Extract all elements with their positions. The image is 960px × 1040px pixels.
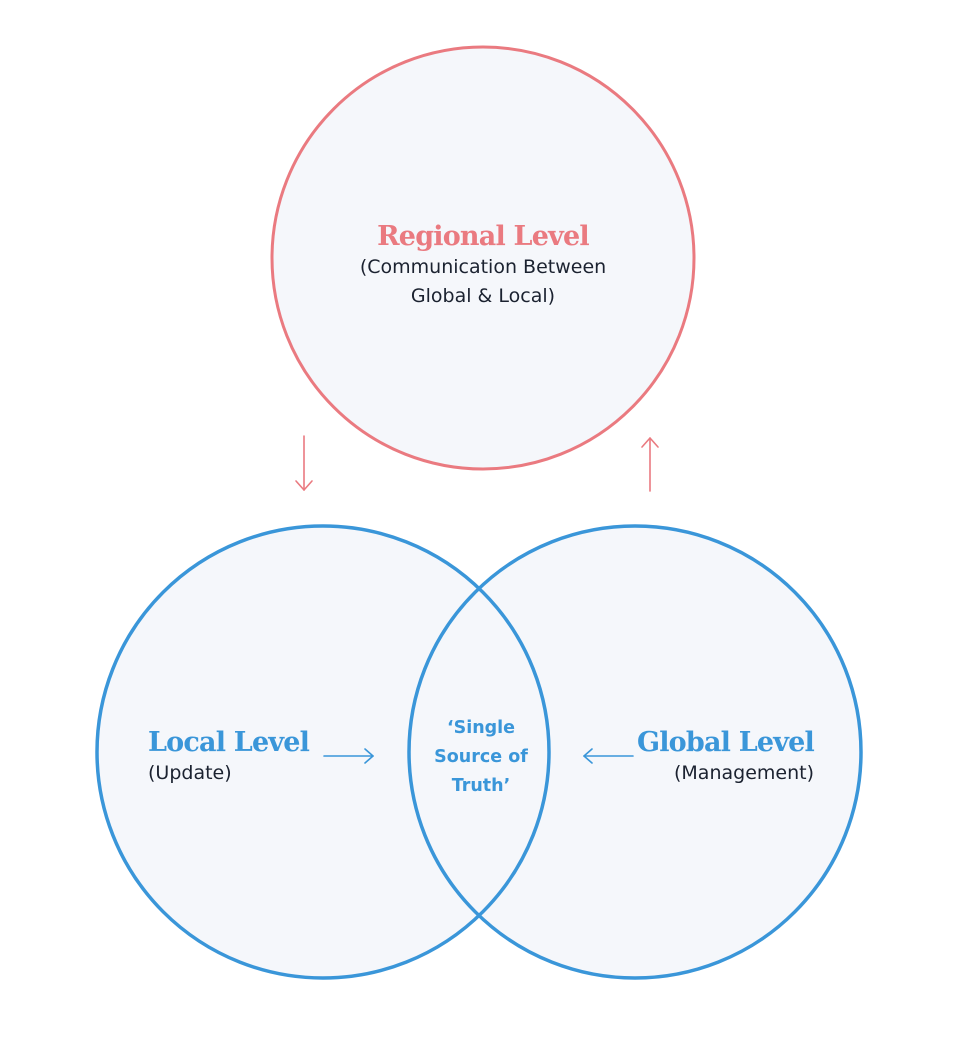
global-circle	[407, 524, 863, 980]
regional-label: Regional Level (Communication Between Gl…	[283, 221, 683, 311]
regional-subtitle-line1: (Communication Between	[359, 256, 607, 278]
intersection-label: ‘Single Source of Truth’	[419, 714, 543, 801]
down-arrow-icon	[295, 435, 313, 491]
right-arrow-icon	[323, 748, 374, 764]
local-label: Local Level (Update)	[148, 727, 310, 788]
local-circle	[95, 524, 551, 980]
global-label: Global Level (Management)	[636, 727, 815, 788]
local-circle-fill	[97, 526, 549, 978]
local-title: Local Level	[148, 727, 310, 758]
intersection-line2: Source of	[434, 747, 528, 767]
up-arrow-icon	[641, 437, 659, 492]
global-circle-fill	[409, 526, 861, 978]
regional-title: Regional Level	[377, 221, 589, 252]
left-arrow-icon	[583, 748, 634, 764]
regional-subtitle-line2: Global & Local)	[410, 285, 556, 307]
intersection-line3: Truth’	[451, 776, 511, 796]
regional-circle	[270, 45, 696, 471]
global-subtitle: (Management)	[674, 762, 814, 784]
global-title: Global Level	[636, 727, 815, 758]
intersection-line1: ‘Single	[446, 718, 516, 738]
local-subtitle: (Update)	[148, 762, 232, 784]
